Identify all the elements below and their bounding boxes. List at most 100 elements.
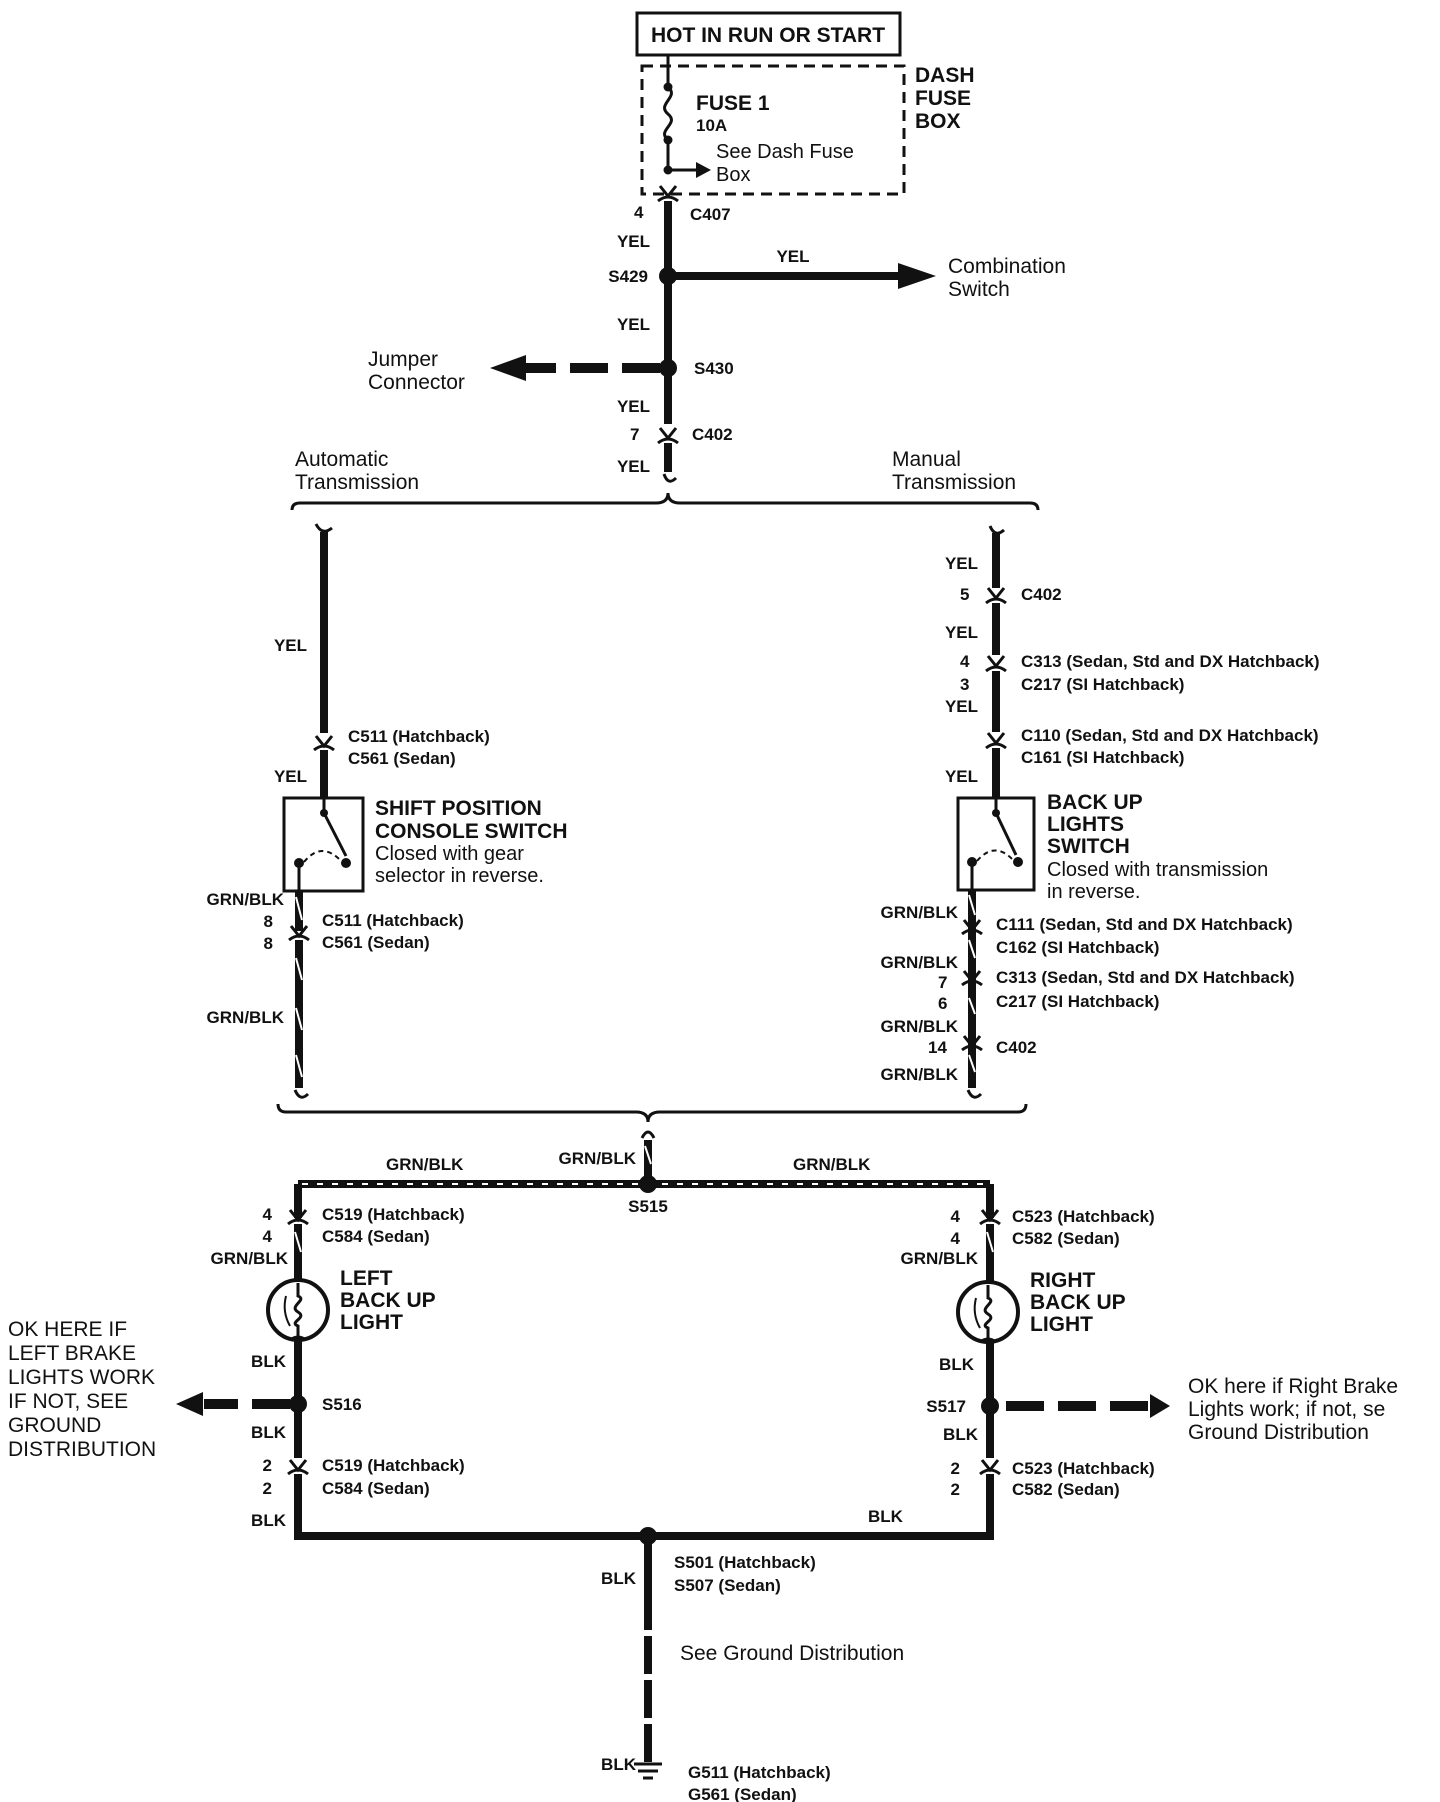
see-ground-distribution: See Ground Distribution bbox=[680, 1642, 904, 1665]
fuse-box-reference: See Dash Fuse Box bbox=[716, 141, 859, 186]
s429-label: S429 bbox=[608, 267, 648, 286]
left-blk-a: BLK bbox=[251, 1352, 287, 1371]
g561-label: G561 (Sedan) bbox=[688, 1785, 797, 1802]
s516-splice bbox=[289, 1395, 307, 1413]
left-pin-2-b: 2 bbox=[263, 1479, 272, 1498]
right-ground-note: OK here if Right Brake Lights work; if n… bbox=[1188, 1375, 1404, 1444]
manual-pin-4: 4 bbox=[960, 652, 970, 671]
rear-feed-grn-blk: GRN/BLK bbox=[559, 1149, 637, 1168]
shift-switch-name: SHIFT POSITION CONSOLE SWITCH bbox=[375, 797, 568, 843]
manual-grn-blk-b: GRN/BLK bbox=[881, 953, 959, 972]
auto-wire-yel-a: YEL bbox=[274, 636, 307, 655]
shift-switch-desc: Closed with gear selector in reverse. bbox=[375, 843, 544, 887]
fuse-1-name: FUSE 1 bbox=[696, 92, 770, 115]
manual-grn-blk-c: GRN/BLK bbox=[881, 1017, 959, 1036]
ground-blk-b: BLK bbox=[601, 1755, 637, 1774]
power-source-label: HOT IN RUN OR START bbox=[651, 24, 885, 47]
manual-yel-d: YEL bbox=[945, 767, 978, 786]
manual-pin-3: 3 bbox=[960, 675, 969, 694]
auto-c561-bottom: C561 (Sedan) bbox=[322, 933, 430, 952]
auto-pin-8-b: 8 bbox=[264, 934, 273, 953]
left-blk-b: BLK bbox=[251, 1423, 287, 1442]
fuse-1-element bbox=[663, 85, 673, 142]
jumper-connector-label: Jumper Connector bbox=[368, 348, 465, 394]
g511-label: G511 (Hatchback) bbox=[688, 1763, 831, 1782]
c407-pin: 4 bbox=[634, 203, 644, 222]
c402-top-label: C402 bbox=[692, 425, 733, 444]
manual-yel-c: YEL bbox=[945, 697, 978, 716]
wire-color-yel-5: YEL bbox=[617, 457, 650, 476]
power-source-box bbox=[635, 11, 902, 57]
s507-label: S507 (Sedan) bbox=[674, 1576, 781, 1595]
manual-c313-a: C313 (Sedan, Std and DX Hatchback) bbox=[1021, 652, 1320, 671]
right-c582-bottom: C582 (Sedan) bbox=[1012, 1480, 1120, 1499]
right-c523-bottom: C523 (Hatchback) bbox=[1012, 1459, 1155, 1478]
left-pin-4-b: 4 bbox=[263, 1227, 273, 1246]
s517-label: S517 bbox=[926, 1397, 966, 1416]
c407-label: C407 bbox=[690, 205, 731, 224]
right-blk-b: BLK bbox=[943, 1425, 979, 1444]
c402-top-connector bbox=[658, 427, 678, 441]
ground-blk-a: BLK bbox=[601, 1569, 637, 1588]
top-loop-grn-blk-right: GRN/BLK bbox=[793, 1155, 871, 1174]
back-up-switch-name: BACK UP LIGHTS SWITCH bbox=[1047, 791, 1148, 858]
left-back-up-light-label: LEFT BACK UP LIGHT bbox=[340, 1267, 441, 1334]
s430-label: S430 bbox=[694, 359, 734, 378]
s501-label: S501 (Hatchback) bbox=[674, 1553, 816, 1572]
manual-c313-b: C313 (Sedan, Std and DX Hatchback) bbox=[996, 968, 1295, 987]
left-c584-top: C584 (Sedan) bbox=[322, 1227, 430, 1246]
auto-wire-grn-blk-b: GRN/BLK bbox=[207, 1008, 285, 1027]
manual-c161: C161 (SI Hatchback) bbox=[1021, 748, 1184, 767]
manual-c110: C110 (Sedan, Std and DX Hatchback) bbox=[1021, 726, 1319, 745]
auto-c511-top: C511 (Hatchback) bbox=[348, 727, 490, 746]
c402-top-pin: 7 bbox=[630, 425, 639, 444]
wire-color-yel-1: YEL bbox=[617, 232, 650, 251]
fuse-1-rating: 10A bbox=[696, 116, 727, 135]
manual-transmission-title: Manual Transmission bbox=[892, 448, 1016, 494]
auto-c561-top: C561 (Sedan) bbox=[348, 749, 456, 768]
manual-pin-14: 14 bbox=[928, 1038, 947, 1057]
s517-splice bbox=[981, 1397, 999, 1415]
wire-color-yel-2: YEL bbox=[776, 247, 809, 266]
left-blk-c: BLK bbox=[251, 1511, 287, 1530]
left-grn-blk: GRN/BLK bbox=[211, 1249, 289, 1268]
dash-fuse-box-label: DASH FUSE BOX bbox=[915, 64, 980, 133]
combination-switch-label: Combination Switch bbox=[948, 255, 1072, 301]
auto-c511-bottom: C511 (Hatchback) bbox=[322, 911, 464, 930]
left-ground-note: OK HERE IF LEFT BRAKE LIGHTS WORK IF NOT… bbox=[8, 1318, 161, 1461]
right-c582-top: C582 (Sedan) bbox=[1012, 1229, 1120, 1248]
right-grn-blk: GRN/BLK bbox=[901, 1249, 979, 1268]
manual-pin-6: 6 bbox=[938, 994, 947, 1013]
left-pin-2-a: 2 bbox=[263, 1456, 272, 1475]
s430-splice bbox=[659, 359, 677, 377]
manual-yel-a: YEL bbox=[945, 554, 978, 573]
right-blk-a: BLK bbox=[939, 1355, 975, 1374]
right-pin-4-a: 4 bbox=[951, 1207, 961, 1226]
s516-label: S516 bbox=[322, 1395, 362, 1414]
back-up-switch-desc: Closed with transmission in reverse. bbox=[1047, 859, 1274, 903]
manual-c217-a: C217 (SI Hatchback) bbox=[1021, 675, 1184, 694]
manual-yel-b: YEL bbox=[945, 623, 978, 642]
wire-color-yel-4: YEL bbox=[617, 397, 650, 416]
auto-wire-grn-blk-a: GRN/BLK bbox=[207, 890, 285, 909]
manual-c162: C162 (SI Hatchback) bbox=[996, 938, 1159, 957]
bottom-loop-blk: BLK bbox=[868, 1507, 904, 1526]
s515-splice bbox=[639, 1175, 657, 1193]
left-c584-bottom: C584 (Sedan) bbox=[322, 1479, 430, 1498]
manual-grn-blk-d: GRN/BLK bbox=[881, 1065, 959, 1084]
left-c519-top: C519 (Hatchback) bbox=[322, 1205, 465, 1224]
right-c523-top: C523 (Hatchback) bbox=[1012, 1207, 1155, 1226]
right-pin-4-b: 4 bbox=[951, 1229, 961, 1248]
left-pin-4-a: 4 bbox=[263, 1205, 273, 1224]
upper-brace bbox=[290, 492, 1040, 511]
manual-c402-b: C402 bbox=[996, 1038, 1037, 1057]
wire-color-yel-3: YEL bbox=[617, 315, 650, 334]
right-pin-2-a: 2 bbox=[951, 1459, 960, 1478]
right-back-up-light-bulb bbox=[956, 1280, 1020, 1344]
manual-c217-b: C217 (SI Hatchback) bbox=[996, 992, 1159, 1011]
s515-label: S515 bbox=[628, 1197, 668, 1216]
manual-pin-7: 7 bbox=[938, 973, 947, 992]
auto-pin-8-a: 8 bbox=[264, 912, 273, 931]
lower-brace bbox=[276, 1103, 1028, 1123]
